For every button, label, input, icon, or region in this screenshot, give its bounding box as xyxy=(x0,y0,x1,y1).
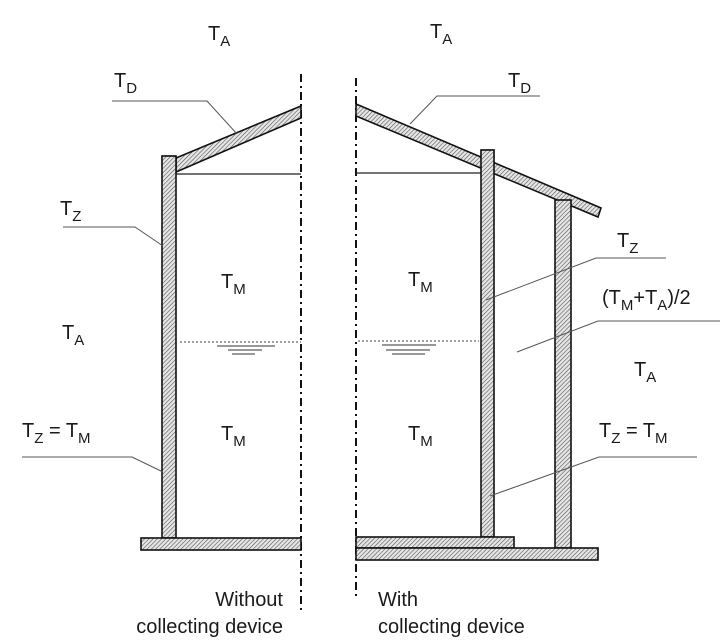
left-roof-leader xyxy=(112,100,238,135)
left-label-wall-upper: TZ xyxy=(60,198,81,225)
left-roof xyxy=(175,104,302,174)
right-label-ambient-side: TA xyxy=(634,359,656,386)
right-label-wall-upper: TZ xyxy=(617,230,638,257)
right-label-roof: TD xyxy=(508,70,531,97)
right-wall-upper-leader xyxy=(485,257,666,301)
left-label-roof: TD xyxy=(114,70,137,97)
right-label-medium-lower: TM xyxy=(408,423,433,450)
right-collecting-wall xyxy=(554,199,572,549)
left-caption-line2: collecting device xyxy=(136,616,283,638)
left-label-ambient-side: TA xyxy=(62,322,84,349)
left-wall-lower-leader xyxy=(22,456,164,473)
right-caption-line1: With xyxy=(378,589,418,611)
right-label-gap: (TM+TA)/2 xyxy=(602,287,691,314)
left-wall xyxy=(161,155,177,539)
left-label-ambient-top: TA xyxy=(208,23,230,50)
right-label-wall-lower: TZ = TM xyxy=(599,420,668,447)
left-wall-upper-leader xyxy=(63,226,164,247)
left-label-wall-lower: TZ = TM xyxy=(22,420,91,447)
left-label-medium-lower: TM xyxy=(221,423,246,450)
right-base-slab-lower xyxy=(355,547,599,561)
right-caption-line2: collecting device xyxy=(378,616,525,638)
right-roof-leader xyxy=(409,95,540,125)
right-label-ambient-top: TA xyxy=(430,21,452,48)
right-label-medium-upper: TM xyxy=(408,269,433,296)
left-label-medium-upper: TM xyxy=(221,271,246,298)
right-gap-leader xyxy=(516,320,720,353)
left-base-slab xyxy=(140,537,302,551)
right-inner-wall xyxy=(480,149,495,538)
right-panel: TA TD TZ (TM+TA)/2 TA TZ = TM TM TM With… xyxy=(355,21,720,638)
left-panel: TA TD TZ TA TZ = TM TM TM Without collec… xyxy=(22,23,302,638)
left-caption-line1: Without xyxy=(215,589,283,611)
right-roof xyxy=(355,102,602,219)
right-wall-lower-leader xyxy=(489,456,697,497)
right-base-slab-upper xyxy=(355,536,515,549)
